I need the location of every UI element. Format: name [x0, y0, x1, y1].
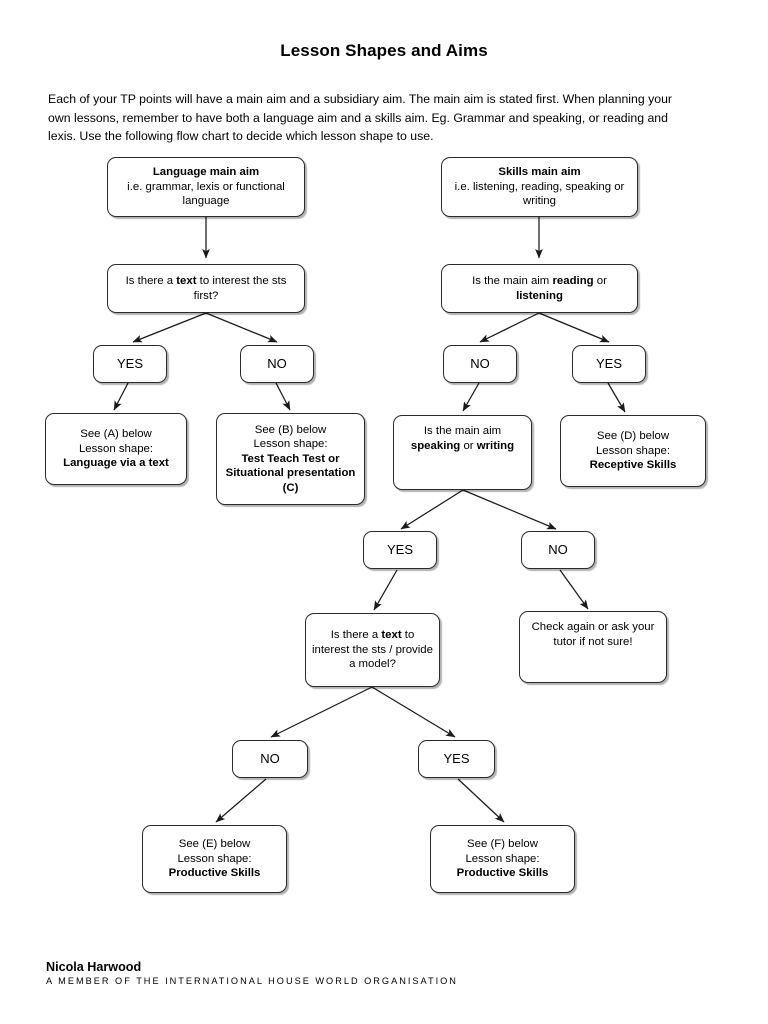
node-question-text-interest[interactable]: Is there a text to interest the sts firs… [107, 264, 305, 313]
q-text-interest-bold1: text [176, 274, 197, 287]
answer-label: NO [260, 750, 280, 766]
answer-no-text-interest[interactable]: NO [240, 345, 314, 383]
q-reading-listening-part2: or [593, 274, 607, 287]
skills-main-aim-heading: Skills main aim [498, 166, 581, 179]
outcome-a-see: See (A) below [80, 428, 152, 441]
skills-main-aim-detail: i.e. listening, reading, speaking or wri… [454, 180, 625, 208]
outcome-d-label: Lesson shape: [595, 444, 671, 457]
node-outcome-f[interactable]: See (F) below Lesson shape: Productive S… [430, 825, 575, 893]
q-text-model-part2: to interest the sts / provide a model? [312, 629, 433, 671]
q-speaking-writing-bold1: speaking [410, 439, 461, 452]
q-speaking-writing-bold2: writing [476, 439, 515, 452]
node-outcome-a[interactable]: See (A) below Lesson shape: Language via… [45, 413, 187, 485]
page-title: Lesson Shapes and Aims [280, 41, 488, 61]
outcome-d-shape: Receptive Skills [589, 459, 677, 472]
outcome-e-label: Lesson shape: [177, 852, 252, 865]
answer-no-text-model[interactable]: NO [232, 740, 308, 778]
node-outcome-d[interactable]: See (D) below Lesson shape: Receptive Sk… [560, 415, 706, 487]
organisation-line: A MEMBER OF THE INTERNATIONAL HOUSE WORL… [46, 976, 458, 986]
q-reading-listening-bold1: reading [552, 274, 594, 287]
outcome-d-see: See (D) below [596, 430, 670, 443]
answer-yes-text-model[interactable]: YES [418, 740, 495, 778]
answer-label: YES [595, 355, 622, 371]
answer-label: YES [386, 541, 413, 557]
author-name: Nicola Harwood [46, 960, 142, 974]
node-question-reading-listening[interactable]: Is the main aim reading or listening [441, 264, 638, 313]
outcome-e-shape: Productive Skills [168, 867, 261, 880]
q-text-model-part1: Is there a [330, 629, 382, 642]
q-text-interest-part1: Is there a [125, 274, 177, 287]
node-outcome-e[interactable]: See (E) below Lesson shape: Productive S… [142, 825, 287, 893]
node-language-main-aim[interactable]: Language main aim i.e. grammar, lexis or… [107, 157, 305, 217]
outcome-a-label: Lesson shape: [78, 442, 154, 455]
answer-label: YES [116, 355, 143, 371]
node-check-again[interactable]: Check again or ask your tutor if not sur… [519, 611, 667, 683]
language-main-aim-heading: Language main aim [152, 166, 260, 179]
document-footer: Nicola Harwood A MEMBER OF THE INTERNATI… [46, 960, 646, 988]
node-skills-main-aim[interactable]: Skills main aim i.e. listening, reading,… [441, 157, 638, 217]
answer-label: NO [548, 541, 568, 557]
answer-label: NO [267, 355, 287, 371]
outcome-f-label: Lesson shape: [465, 852, 540, 865]
answer-no-reading-listening[interactable]: NO [443, 345, 517, 383]
answer-yes-text-interest[interactable]: YES [93, 345, 167, 383]
answer-yes-speaking-writing[interactable]: YES [363, 531, 437, 569]
answer-yes-reading-listening[interactable]: YES [572, 345, 646, 383]
node-question-speaking-writing[interactable]: Is the main aim speaking or writing [393, 415, 532, 490]
q-speaking-writing-part1: Is the main aim [423, 425, 502, 437]
answer-label: NO [470, 355, 490, 371]
outcome-b-label: Lesson shape: [253, 438, 328, 451]
check-again-text: Check again or ask your tutor if not sur… [531, 621, 655, 648]
q-text-model-bold1: text [381, 629, 402, 642]
q-reading-listening-part1: Is the main aim [472, 274, 553, 287]
node-outcome-b[interactable]: See (B) below Lesson shape: Test Teach T… [216, 413, 365, 505]
q-speaking-writing-part2: or [460, 439, 477, 452]
intro-paragraph: Each of your TP points will have a main … [48, 92, 673, 144]
outcome-a-shape: Language via a text [63, 457, 169, 470]
answer-label: YES [443, 750, 470, 766]
language-main-aim-detail: i.e. grammar, lexis or functional langua… [127, 180, 285, 208]
q-text-interest-part2: to interest the sts first? [193, 274, 287, 302]
outcome-f-shape: Productive Skills [456, 867, 549, 880]
node-question-text-model[interactable]: Is there a text to interest the sts / pr… [305, 613, 440, 687]
q-reading-listening-bold2: listening [516, 289, 563, 302]
outcome-b-see: See (B) below [254, 423, 327, 436]
answer-no-speaking-writing[interactable]: NO [521, 531, 595, 569]
outcome-f-see: See (F) below [467, 838, 538, 851]
outcome-e-see: See (E) below [178, 838, 251, 851]
outcome-b-shape: Test Teach Test or Situational presentat… [225, 452, 356, 494]
